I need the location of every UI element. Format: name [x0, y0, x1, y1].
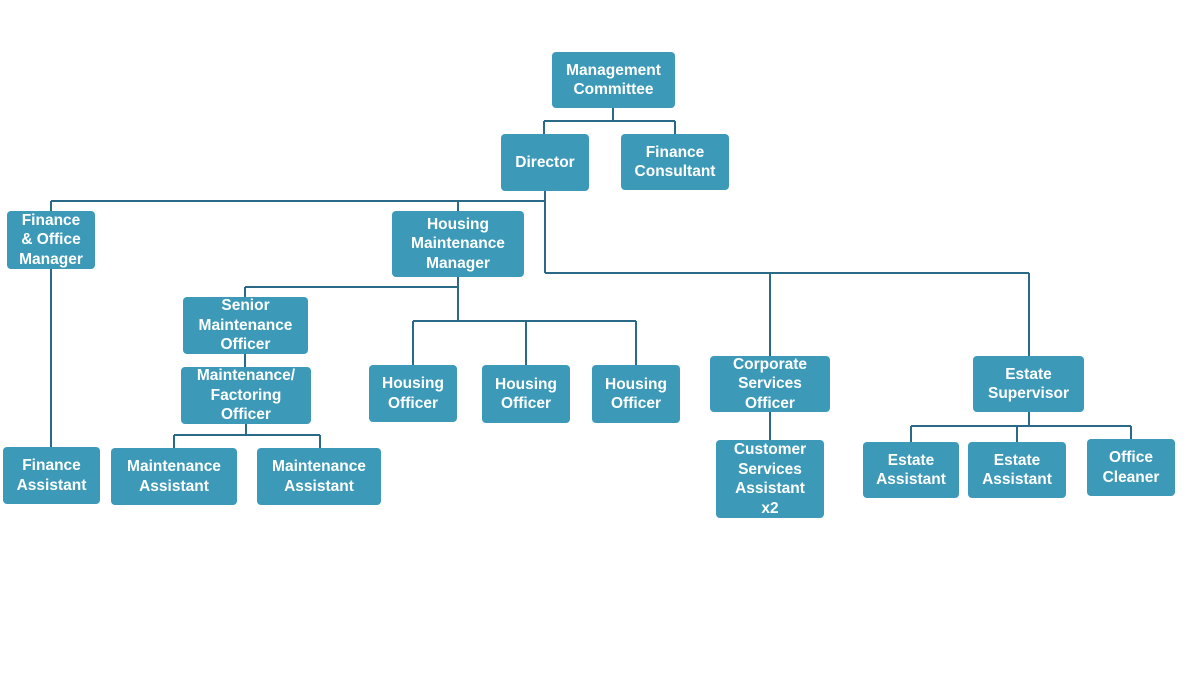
maintenance-assistant-box: Maintenance Assistant [257, 448, 381, 505]
housing-officer-box: Housing Officer [592, 365, 680, 423]
finance-consultant-box: Finance Consultant [621, 134, 729, 190]
housing-maintenance-manager-box: Housing Maintenance Manager [392, 211, 524, 277]
office-cleaner-box: Office Cleaner [1087, 439, 1175, 496]
management-committee-box: Management Committee [552, 52, 675, 108]
estate-supervisor-box: Estate Supervisor [973, 356, 1084, 412]
estate-assistant-box: Estate Assistant [863, 442, 959, 498]
connector-hmm-senior [244, 286, 458, 297]
finance-assistant-box: Finance Assistant [3, 447, 100, 504]
finance-office-manager-box: Finance & Office Manager [7, 211, 95, 269]
connector-hmm-housing [412, 320, 637, 365]
housing-officer-box: Housing Officer [482, 365, 570, 423]
corporate-services-officer-box: Corporate Services Officer [710, 356, 830, 412]
connector-director-right [545, 272, 1030, 356]
estate-assistant-box: Estate Assistant [968, 442, 1066, 498]
maintenance-assistant-box: Maintenance Assistant [111, 448, 237, 505]
connector-factoring-assistants [173, 424, 321, 448]
connector-committee-director [543, 108, 676, 134]
connector-director-left [50, 200, 545, 211]
connector-estate-team [910, 412, 1132, 442]
director-box: Director [501, 134, 589, 191]
customer-services-assistant-box: Customer Services Assistant x2 [716, 440, 824, 518]
senior-maintenance-officer-box: Senior Maintenance Officer [183, 297, 308, 354]
housing-officer-box: Housing Officer [369, 365, 457, 422]
maintenance-factoring-officer-box: Maintenance/ Factoring Officer [181, 367, 311, 424]
